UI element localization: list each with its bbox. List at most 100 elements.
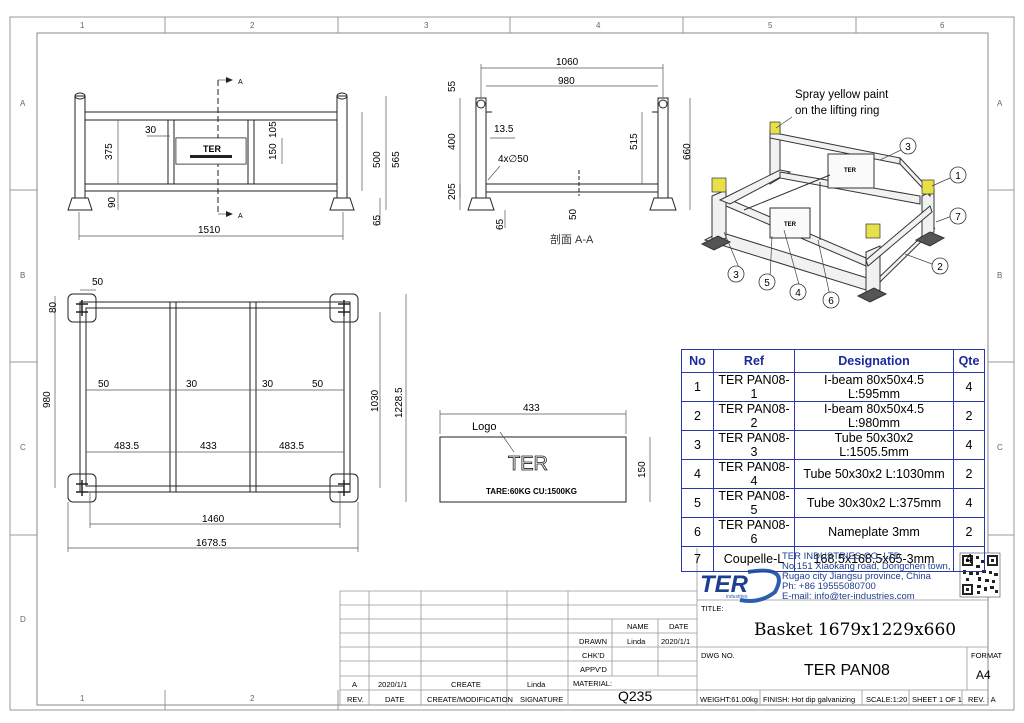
top-view-dims xyxy=(54,289,407,552)
grid-col-label: 4 xyxy=(596,21,601,30)
grid-row-label: C xyxy=(20,443,26,452)
dim-label: 65 xyxy=(372,214,383,226)
bom-cell: 5 xyxy=(681,488,714,518)
balloon-number: 4 xyxy=(795,288,801,299)
format-value: A4 xyxy=(976,668,991,682)
format-label: FORMAT xyxy=(971,651,1003,660)
balloon-number: 3 xyxy=(733,270,739,281)
revision-field: REV. : A xyxy=(968,695,996,704)
dim-label: 1510 xyxy=(198,225,221,236)
bom-header-no: No xyxy=(681,349,714,373)
dim-label: 30 xyxy=(262,379,274,390)
dim-label: 980 xyxy=(42,391,53,408)
dim-label: 1060 xyxy=(556,57,579,68)
finish-field: FINISH: Hot dip galvanizing xyxy=(763,695,856,704)
company-logo: TER industries xyxy=(700,568,781,603)
rev-action: CREATE xyxy=(451,680,481,689)
grid-row-label: A xyxy=(997,99,1003,108)
front-nameplate-text-bar xyxy=(190,155,232,158)
table-row: 1 TER PAN08-1 I-beam 80x50x4.5 L:595mm 4 xyxy=(681,372,985,402)
bom-cell: Coupelle-L xyxy=(713,546,795,572)
dim-label: 50 xyxy=(92,277,104,288)
grid-col-label: 2 xyxy=(250,694,255,703)
dim-label: 50 xyxy=(568,208,579,220)
bom-cell: 1 xyxy=(681,372,714,402)
modification-col-header: CREATE/MODIFICATION xyxy=(427,695,513,704)
bom-cell: Nameplate 3mm xyxy=(794,517,954,547)
grid-col-label: 5 xyxy=(768,21,773,30)
bom-header-qte: Qte xyxy=(953,349,985,373)
company-name: TER INDUSTRIES.CO.,LTD xyxy=(782,551,901,562)
bom-cell: 7 xyxy=(681,546,714,572)
dim-label: 150 xyxy=(268,143,279,160)
date-header: DATE xyxy=(669,622,689,631)
section-arrow-icon xyxy=(226,77,233,83)
section-mark: A xyxy=(238,79,243,86)
company-logo-sub: industries xyxy=(726,594,748,600)
dim-label: 375 xyxy=(104,143,115,160)
scale-field: SCALE:1:20 xyxy=(866,695,908,704)
iso-nameplate-brand: TER xyxy=(784,222,797,228)
bom-cell: Tube 50x30x2 L:1030mm xyxy=(794,459,954,489)
dim-label: 205 xyxy=(447,183,458,200)
bom-cell: 2 xyxy=(953,517,985,547)
dim-label: 400 xyxy=(447,133,458,150)
table-row: 5 TER PAN08-5 Tube 30x30x2 L:375mm 4 xyxy=(681,488,985,518)
table-row: 7 Coupelle-L 168.5x168.5x65-3mm 4 xyxy=(681,546,985,572)
bom-cell: TER PAN08-5 xyxy=(713,488,795,518)
signature-col-header: SIGNATURE xyxy=(520,695,564,704)
dim-label: 1030 xyxy=(370,389,381,412)
table-row: 6 TER PAN08-6 Nameplate 3mm 2 xyxy=(681,517,985,547)
bom-header-designation: Designation xyxy=(794,349,954,373)
company-address: Rugao city Jiangsu province, China xyxy=(782,571,931,582)
dim-label: 515 xyxy=(629,133,640,150)
dim-label: 50 xyxy=(312,379,324,390)
paint-note: on the lifting ring xyxy=(795,105,879,117)
dim-label: 80 xyxy=(48,301,59,313)
nameplate-brand: TER xyxy=(508,453,548,475)
dim-label: 1228.5 xyxy=(394,387,405,418)
bom-cell: I-beam 80x50x4.5 L:595mm xyxy=(794,372,954,402)
dim-label: 150 xyxy=(637,461,648,478)
material-value: Q235 xyxy=(618,688,653,704)
bom-cell: 168.5x168.5x65-3mm xyxy=(794,546,954,572)
grid-row-label: C xyxy=(997,443,1003,452)
balloon-number: 5 xyxy=(764,278,770,289)
bom-cell: 2 xyxy=(953,401,985,431)
balloon-number: 7 xyxy=(955,212,961,223)
dim-label: 30 xyxy=(145,125,157,136)
paint-note: Spray yellow paint xyxy=(795,89,889,101)
approved-label: APPV'D xyxy=(580,665,607,674)
dim-label: 1460 xyxy=(202,514,225,525)
drawn-name: Linda xyxy=(627,637,646,646)
front-nameplate-brand: TER xyxy=(203,144,222,154)
checked-label: CHK'D xyxy=(582,651,605,660)
bom-cell: 4 xyxy=(953,430,985,460)
nameplate-tare: TARE:60KG CU:1500KG xyxy=(486,487,577,496)
table-row: 2 TER PAN08-2 I-beam 80x50x4.5 L:980mm 2 xyxy=(681,401,985,431)
bom-cell: 4 xyxy=(953,372,985,402)
rev-letter: A xyxy=(352,680,358,689)
bom-cell: 4 xyxy=(953,488,985,518)
grid-row-label: D xyxy=(20,615,26,624)
bom-cell: TER PAN08-6 xyxy=(713,517,795,547)
dim-label: 483.5 xyxy=(279,441,304,452)
grid-col-label: 1 xyxy=(80,694,85,703)
bom-cell: I-beam 80x50x4.5 L:980mm xyxy=(794,401,954,431)
rev-col-header: REV. xyxy=(347,695,364,704)
balloon-number: 2 xyxy=(937,262,943,273)
dim-label: 50 xyxy=(98,379,110,390)
bom-header-row: No Ref Designation Qte xyxy=(681,349,985,373)
weight-field: WEIGHT:61.00kg xyxy=(700,695,758,704)
bom-cell: TER PAN08-4 xyxy=(713,459,795,489)
grid-col-label: 1 xyxy=(80,21,85,30)
company-email: E-mail: info@ter-industries.com xyxy=(782,591,915,602)
section-mark: A xyxy=(238,213,243,220)
balloon-number: 3 xyxy=(905,142,911,153)
bom-cell: 4 xyxy=(681,459,714,489)
iso-nameplate-brand: TER xyxy=(844,168,857,174)
rev-date: 2020/1/1 xyxy=(378,680,408,689)
bom-cell: TER PAN08-1 xyxy=(713,372,795,402)
dim-label: 500 xyxy=(372,151,383,168)
